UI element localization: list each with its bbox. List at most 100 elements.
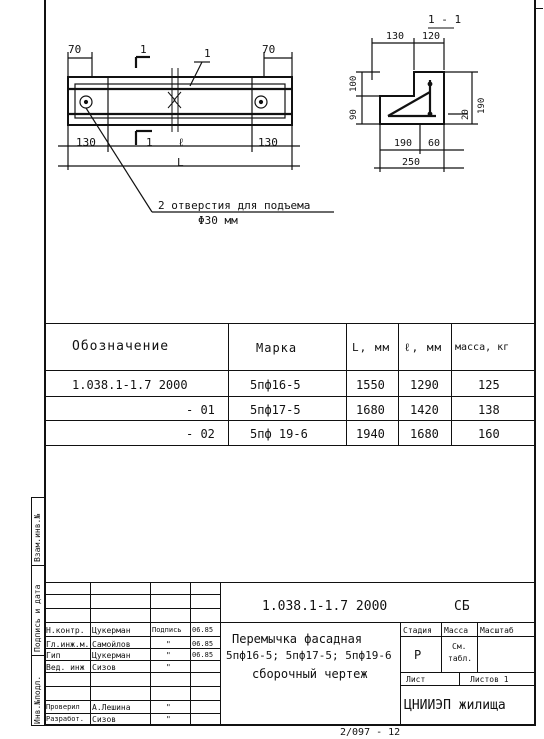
technical-drawing	[58, 27, 478, 213]
side-divider	[31, 655, 44, 656]
table-col-line	[398, 323, 399, 445]
hole-note-line1: 2 отверстия для подъема	[158, 199, 311, 212]
sec-dim-120: 120	[422, 31, 441, 42]
row-l: 1420	[410, 403, 439, 417]
titleblock-top	[44, 582, 536, 583]
corner-mark	[534, 0, 543, 9]
table-col-line	[346, 323, 347, 445]
mass-label: Масса	[444, 626, 469, 635]
sec-dim-90: 90	[349, 109, 359, 120]
sec-dim-190-h: 190	[394, 138, 413, 149]
tb-line	[44, 672, 220, 673]
dim-130-left: 130	[76, 136, 96, 149]
sec-dim-190-v: 190	[477, 97, 487, 114]
tb-line	[44, 660, 220, 661]
beam-outline	[67, 76, 293, 126]
table-col-line	[451, 323, 452, 445]
tb-line	[44, 686, 220, 687]
tb-col	[477, 622, 478, 672]
title-line1: Перемычка фасадная	[232, 632, 363, 646]
sig-date: 06.85	[192, 626, 214, 634]
header-L: L, мм	[352, 341, 391, 354]
sig-role: Вед. инж	[46, 663, 85, 672]
scale-label: Масштаб	[480, 626, 514, 635]
tb-col	[441, 622, 442, 672]
side-stamp	[31, 497, 44, 726]
tb-col	[150, 582, 151, 726]
table-row-line	[44, 396, 536, 397]
dim-70-right: 70	[262, 43, 276, 56]
row-mark: 5пф16-5	[250, 378, 301, 392]
sec-dim-60: 60	[428, 138, 441, 149]
dim-130-right: 130	[258, 136, 278, 149]
sec-dim-20: 20	[461, 109, 471, 120]
side-label-vzam: Взам.инв.№	[33, 513, 42, 562]
tb-line	[44, 713, 220, 714]
sig-name: Цукерман	[92, 626, 131, 635]
side-label-sign-date: Подпись и дата	[33, 584, 42, 652]
lifting-hole-right	[254, 95, 268, 109]
tb-line	[44, 594, 220, 595]
row-l: 1680	[410, 427, 439, 441]
sig-role: Разработ.	[46, 715, 84, 723]
header-mass: масса, кг	[455, 342, 510, 353]
sig-role: Проверил	[46, 703, 80, 711]
table-top	[44, 323, 536, 324]
mass-value-2: табл.	[448, 654, 473, 663]
section-mark-1: 1	[140, 43, 147, 56]
tb-line	[44, 636, 220, 637]
row-L: 1550	[356, 378, 385, 392]
tb-col	[90, 582, 91, 726]
section-title: 1 - 1	[428, 13, 462, 26]
sig-sign: Подпись	[152, 626, 182, 634]
dim-L: L	[177, 156, 184, 169]
side-label-inv: Инв.№подл.	[33, 675, 42, 724]
tb-line	[400, 672, 536, 673]
tb-line	[400, 636, 536, 637]
row-designation: - 01	[186, 403, 215, 417]
row-mass: 160	[478, 427, 500, 441]
row-L: 1680	[356, 403, 385, 417]
section-mark-1b: 1	[146, 136, 153, 149]
sig-date: 06.85	[192, 640, 214, 648]
sig-name: Цукерман	[92, 651, 131, 660]
header-mark: Марка	[256, 341, 298, 355]
sig-role: Гип	[46, 651, 61, 660]
row-l: 1290	[410, 378, 439, 392]
stage-label: Стадия	[403, 626, 432, 635]
tb-col	[220, 582, 221, 726]
hole-note-line2: Φ30 мм	[198, 214, 238, 227]
tb-line	[44, 700, 220, 701]
sig-sign: "	[166, 640, 171, 649]
row-designation: - 02	[186, 427, 215, 441]
row-designation: 1.038.1-1.7 2000	[72, 378, 188, 392]
header-designation: Обозначение	[72, 339, 170, 354]
bottom-text: 2/097 - 12	[340, 727, 401, 738]
sig-sign: "	[166, 663, 171, 672]
dim-70-left: 70	[68, 43, 82, 56]
beam-inner	[74, 83, 286, 119]
tb-line	[44, 608, 220, 609]
tb-col	[190, 582, 191, 726]
table-bottom	[44, 445, 536, 446]
tb-line	[44, 622, 536, 623]
tb-col	[459, 672, 460, 685]
header-l: ℓ, мм	[404, 341, 443, 354]
drawing-frame	[44, 0, 536, 726]
sheets-label: Листов 1	[470, 675, 509, 684]
sec-dim-130: 130	[386, 31, 405, 42]
doc-code: 1.038.1-1.7 2000	[262, 599, 388, 614]
table-col-line	[228, 323, 229, 445]
doc-type: СБ	[454, 599, 470, 614]
sig-name: Самойлов	[92, 640, 131, 649]
title-line2: 5пф16-5; 5пф17-5; 5пф19-6	[226, 649, 392, 662]
table-row-line	[44, 420, 536, 421]
leader-number-1: 1	[204, 47, 211, 60]
table-header-bottom	[44, 370, 536, 371]
row-mark: 5пф17-5	[250, 403, 301, 417]
sec-dim-250: 250	[402, 157, 421, 168]
sig-role: Гл.инж.м.	[46, 640, 90, 649]
sec-dim-100: 100	[349, 75, 359, 92]
sig-sign: "	[166, 703, 171, 712]
dim-l-small: ℓ	[178, 136, 185, 149]
